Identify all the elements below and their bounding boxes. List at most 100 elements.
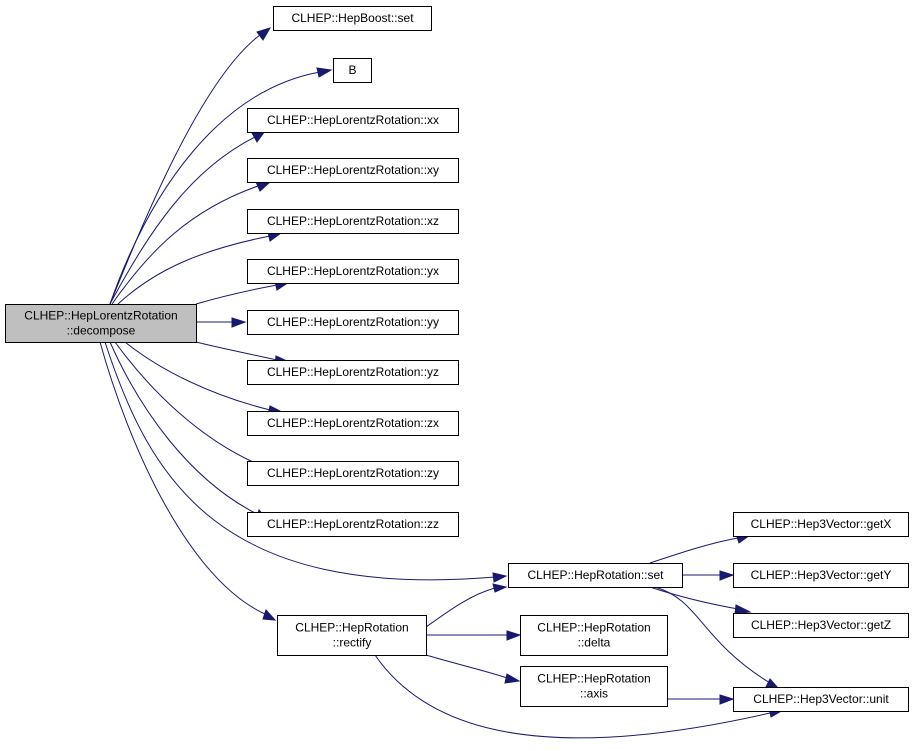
- edge-decompose-to-yy: [196, 317, 247, 328]
- node-box: [247, 461, 459, 486]
- edge-rot_set-to-getz: [649, 586, 752, 615]
- node-label: CLHEP::HepLorentzRotation::zx: [267, 416, 439, 430]
- edge-line: [99, 341, 266, 615]
- nodes-layer: CLHEP::HepLorentzRotation::decomposeCLHE…: [5, 6, 909, 712]
- node-label: CLHEP::HepRotation: [537, 621, 650, 635]
- edge-arrowhead: [765, 678, 780, 689]
- edge-line: [425, 587, 496, 628]
- node-label: CLHEP::HepLorentzRotation::yy: [267, 315, 439, 329]
- node-box: [733, 687, 909, 712]
- node-yx[interactable]: CLHEP::HepLorentzRotation::yx: [247, 259, 459, 284]
- node-boost-set[interactable]: CLHEP::HepBoost::set: [273, 6, 432, 31]
- node-box: [247, 411, 459, 436]
- node-xy[interactable]: CLHEP::HepLorentzRotation::xy: [247, 158, 459, 183]
- edge-rot_set-to-gety: [682, 570, 735, 581]
- node-decompose[interactable]: CLHEP::HepLorentzRotation::decompose: [5, 304, 197, 343]
- edge-decompose-to-yx: [195, 280, 291, 305]
- edge-arrowhead: [504, 673, 521, 684]
- node-label: ::delta: [578, 636, 611, 650]
- node-yz[interactable]: CLHEP::HepLorentzRotation::yz: [247, 360, 459, 385]
- edge-decompose-to-rectify: [99, 341, 277, 621]
- node-box: [273, 6, 432, 31]
- node-box: [5, 304, 197, 343]
- edge-rot_set-to-getx: [649, 533, 752, 564]
- node-label: CLHEP::Hep3Vector::getX: [751, 517, 892, 531]
- node-label: CLHEP::HepBoost::set: [291, 11, 414, 25]
- node-unit[interactable]: CLHEP::Hep3Vector::unit: [733, 687, 909, 712]
- edge-arrowhead: [255, 181, 272, 192]
- edge-arrowhead: [231, 317, 247, 328]
- node-rot-set[interactable]: CLHEP::HepRotation::set: [508, 563, 683, 588]
- edge-arrowhead: [506, 630, 522, 641]
- edge-line: [374, 654, 771, 739]
- edge-decompose-to-b: [109, 67, 333, 305]
- edge-rectify-to-delta: [426, 630, 522, 641]
- node-label: CLHEP::HepLorentzRotation::yz: [267, 365, 439, 379]
- edge-arrowhead: [719, 694, 735, 705]
- node-b[interactable]: B: [333, 58, 372, 83]
- node-label: CLHEP::HepRotation: [295, 621, 408, 635]
- node-box: [247, 259, 459, 284]
- edge-line: [114, 341, 263, 467]
- node-yy[interactable]: CLHEP::HepLorentzRotation::yy: [247, 310, 459, 335]
- edge-decompose-to-zz: [109, 341, 270, 521]
- node-delta[interactable]: CLHEP::HepRotation::delta: [520, 615, 668, 656]
- edge-line: [104, 341, 496, 581]
- node-box: [277, 615, 427, 656]
- edge-line: [117, 235, 271, 305]
- node-xz[interactable]: CLHEP::HepLorentzRotation::xz: [247, 209, 459, 234]
- node-box: [733, 613, 909, 638]
- node-box: [247, 158, 459, 183]
- node-label: CLHEP::HepLorentzRotation::yx: [267, 264, 439, 278]
- node-getz[interactable]: CLHEP::Hep3Vector::getZ: [733, 613, 909, 638]
- node-label: CLHEP::HepLorentzRotation::xz: [267, 214, 439, 228]
- node-label: CLHEP::Hep3Vector::getZ: [751, 618, 891, 632]
- node-zy[interactable]: CLHEP::HepLorentzRotation::zy: [247, 461, 459, 486]
- node-label: CLHEP::HepLorentzRotation::xy: [267, 163, 439, 177]
- node-label: ::axis: [580, 687, 608, 701]
- node-label: CLHEP::Hep3Vector::unit: [753, 692, 889, 706]
- node-label: CLHEP::HepLorentzRotation: [24, 309, 177, 323]
- node-box: [520, 615, 668, 656]
- node-box: [333, 58, 372, 83]
- edge-decompose-to-boost_set: [109, 27, 272, 305]
- edge-line: [109, 341, 258, 515]
- edge-arrowhead: [492, 572, 508, 583]
- node-box: [247, 209, 459, 234]
- node-rectify[interactable]: CLHEP::HepRotation::rectify: [277, 615, 427, 656]
- edge-line: [649, 586, 739, 610]
- node-box: [508, 563, 683, 588]
- node-label: CLHEP::HepLorentzRotation::zz: [267, 517, 439, 531]
- node-box: [733, 512, 909, 537]
- node-axis[interactable]: CLHEP::HepRotation::axis: [520, 666, 668, 707]
- edges-layer: [99, 27, 785, 739]
- edge-decompose-to-xx: [109, 130, 267, 305]
- edge-line: [109, 136, 256, 305]
- node-xx[interactable]: CLHEP::HepLorentzRotation::xx: [247, 108, 459, 133]
- node-label: ::rectify: [333, 636, 372, 650]
- edge-line: [124, 341, 271, 411]
- edge-rectify-to-axis: [425, 654, 521, 684]
- edge-axis-to-unit: [667, 694, 735, 705]
- node-box: [247, 512, 459, 537]
- edge-arrowhead: [492, 583, 508, 593]
- node-label: CLHEP::HepRotation: [537, 672, 650, 686]
- node-zz[interactable]: CLHEP::HepLorentzRotation::zz: [247, 512, 459, 537]
- node-getx[interactable]: CLHEP::Hep3Vector::getX: [733, 512, 909, 537]
- edge-line: [649, 537, 739, 564]
- edge-arrowhead: [256, 27, 272, 41]
- node-label: CLHEP::HepLorentzRotation::zy: [267, 466, 439, 480]
- node-zx[interactable]: CLHEP::HepLorentzRotation::zx: [247, 411, 459, 436]
- edge-line: [654, 586, 771, 684]
- node-box: [733, 563, 909, 588]
- edge-line: [195, 284, 278, 305]
- node-box: [520, 666, 668, 707]
- edge-line: [425, 654, 508, 679]
- node-label: CLHEP::HepLorentzRotation::xx: [267, 113, 439, 127]
- edge-line: [111, 185, 259, 305]
- edge-arrowhead: [734, 604, 752, 615]
- node-gety[interactable]: CLHEP::Hep3Vector::getY: [733, 563, 909, 588]
- edge-rectify-to-rot_set: [425, 583, 508, 628]
- edge-arrowhead: [719, 570, 735, 581]
